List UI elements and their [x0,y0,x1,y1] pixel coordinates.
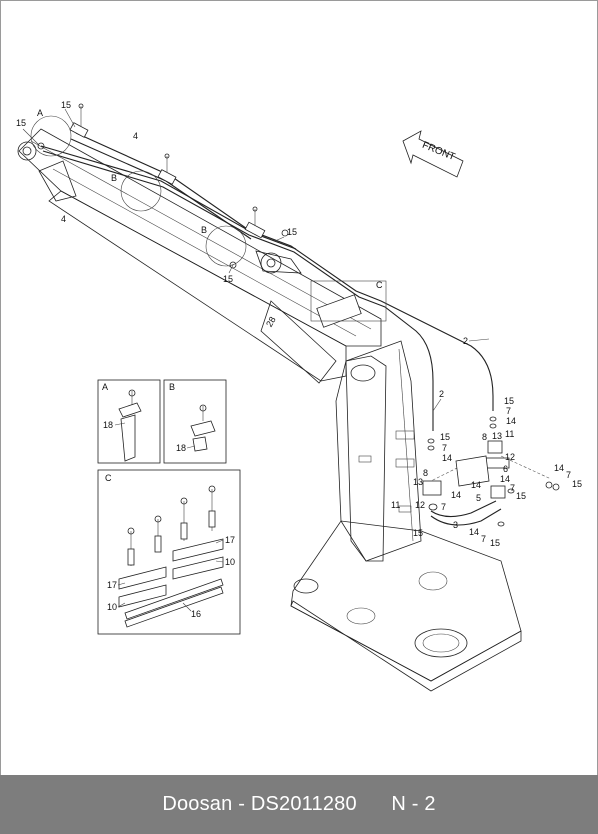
callout-4-a: 4 [133,131,138,141]
boom-clamps [37,103,362,328]
footer-part-number: DS2011280 [250,793,357,815]
callout-7-r1: 7 [506,406,511,416]
callout-12-a: 12 [505,452,515,462]
callout-6: 6 [503,464,508,474]
drawing-frame: 28 [0,0,598,776]
detail-a-title: A [102,382,108,392]
callout-15-c: 15 [516,491,526,501]
detail-c-part-17-left: 17 [107,580,117,590]
callout-15-low: 15 [223,274,233,284]
boom-arm: 28 [17,128,382,384]
callout-15-mid: 15 [287,227,297,237]
callout-7-e: 7 [481,534,486,544]
callout-4-b: 4 [61,214,66,224]
footer-brand: Doosan [162,793,233,815]
detail-view-b: B 18 [163,379,227,464]
swing-post [335,340,422,562]
callout-2-a: 2 [463,336,468,346]
detail-b-part-18: 18 [176,443,186,453]
callout-14-b: 14 [471,480,481,490]
footer-gap [357,793,392,815]
callout-14-r2: 14 [442,453,452,463]
detail-b-title: B [169,382,175,392]
callout-8-b: 8 [423,468,428,478]
footer-separator: - [232,793,251,815]
callout-15-d: 15 [413,528,423,538]
detail-c-part-10-left: 10 [107,602,117,612]
callout-13-a: 13 [492,431,502,441]
base-frame [290,520,522,692]
detail-view-a: A 18 [97,379,161,464]
callout-b-mid: B [111,173,117,183]
callout-7-d: 7 [441,502,446,512]
callout-11-b: 11 [391,500,400,510]
callout-14-d: 14 [451,490,461,500]
callout-14-e: 14 [469,527,479,537]
callout-5: 5 [476,493,481,503]
footer-page-ref: N - 2 [391,793,436,815]
callout-15-r2: 15 [440,432,450,442]
callout-7-far: 7 [566,470,571,480]
callout-14-far: 14 [554,463,564,473]
detail-circles [30,115,387,322]
callout-8-a: 8 [482,432,487,442]
detail-c-part-10-right: 10 [225,557,235,567]
callout-a-top: A [37,108,43,118]
callout-15-top: 15 [61,100,71,110]
valve-fittings [422,416,560,527]
detail-c-part-17-right: 17 [225,535,235,545]
callout-c: C [376,280,383,290]
callout-3: 3 [453,520,458,530]
footer-bar: Doosan - DS2011280 N - 2 [0,775,598,834]
callout-14-c: 14 [500,474,510,484]
callout-7-c: 7 [510,483,515,493]
detail-a-part-18: 18 [103,420,113,430]
front-direction-arrow: FRONT [402,130,464,178]
callout-13-b: 13 [413,477,423,487]
callout-2-b: 2 [439,389,444,399]
callout-11-a: 11 [505,429,514,439]
callout-12-b: 12 [415,500,425,510]
callout-14-r1: 14 [506,416,516,426]
callout-7-r2: 7 [442,443,447,453]
detail-c-part-16: 16 [191,609,201,619]
callout-labels: 15 15 A 4 4 B B 15 15 C 2 2 15 7 14 15 7… [16,100,582,548]
detail-c-title: C [105,473,112,483]
detail-view-c: C 17 10 17 [97,469,241,635]
callout-15-e: 15 [490,538,500,548]
callout-b-low: B [201,225,207,235]
callout-15-r1: 15 [504,396,514,406]
callout-15-far: 15 [572,479,582,489]
callout-15-left: 15 [16,118,26,128]
footer-caption: Doosan - DS2011280 N - 2 [162,793,435,816]
callout-28: 28 [264,315,278,329]
exploded-view-drawing: 28 [16,100,582,692]
